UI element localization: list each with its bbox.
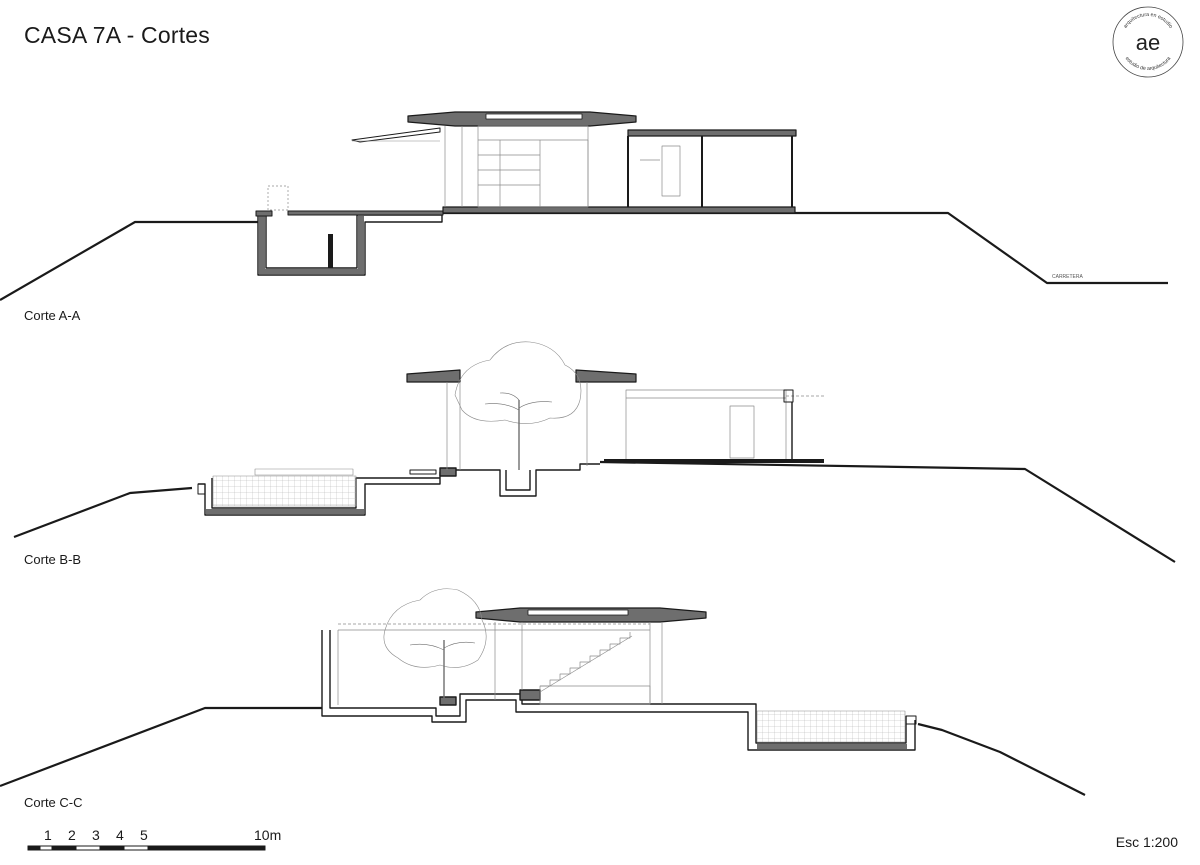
paving-b (604, 459, 824, 463)
floor-slab-a (442, 206, 796, 214)
section-c-c (0, 588, 1086, 796)
section-b-b (13, 341, 1176, 563)
deck-a (287, 210, 444, 216)
studio-logo: arquitectura en estudio estudio de arqui… (1112, 6, 1184, 78)
basement-a (257, 213, 443, 276)
scale-ratio: Esc 1:200 (1115, 834, 1178, 850)
tree-b (454, 341, 582, 470)
scale-label-10m: 10m (254, 827, 281, 843)
road-annotation: CARRETERA (1052, 274, 1084, 280)
scale-label-5: 5 (140, 827, 148, 843)
roof-b-right (575, 369, 637, 383)
terrain-c-left (0, 706, 322, 788)
scale-label-1: 1 (44, 827, 52, 843)
scale-label-3: 3 (92, 827, 100, 843)
section-label-c-c: Corte C-C (24, 795, 83, 810)
terrain-a (0, 220, 258, 301)
section-a-a: CARRETERA (0, 111, 1168, 301)
scale-bar (27, 845, 266, 851)
pool-b (197, 471, 455, 516)
logo-monogram: ae (1136, 30, 1160, 55)
terrain-a-right (443, 211, 1168, 285)
terrain-c-right (917, 722, 1086, 796)
roof-b-left (406, 369, 461, 383)
section-label-b-b: Corte B-B (24, 552, 82, 567)
scale-label-4: 4 (116, 827, 124, 843)
page-title: CASA 7A - Cortes (24, 22, 210, 48)
scale-label-2: 2 (68, 827, 76, 843)
terrain-b-left (13, 486, 193, 539)
terrain-b-right (599, 460, 1176, 563)
tree-c (383, 588, 487, 700)
section-label-a-a: Corte A-A (24, 308, 81, 323)
